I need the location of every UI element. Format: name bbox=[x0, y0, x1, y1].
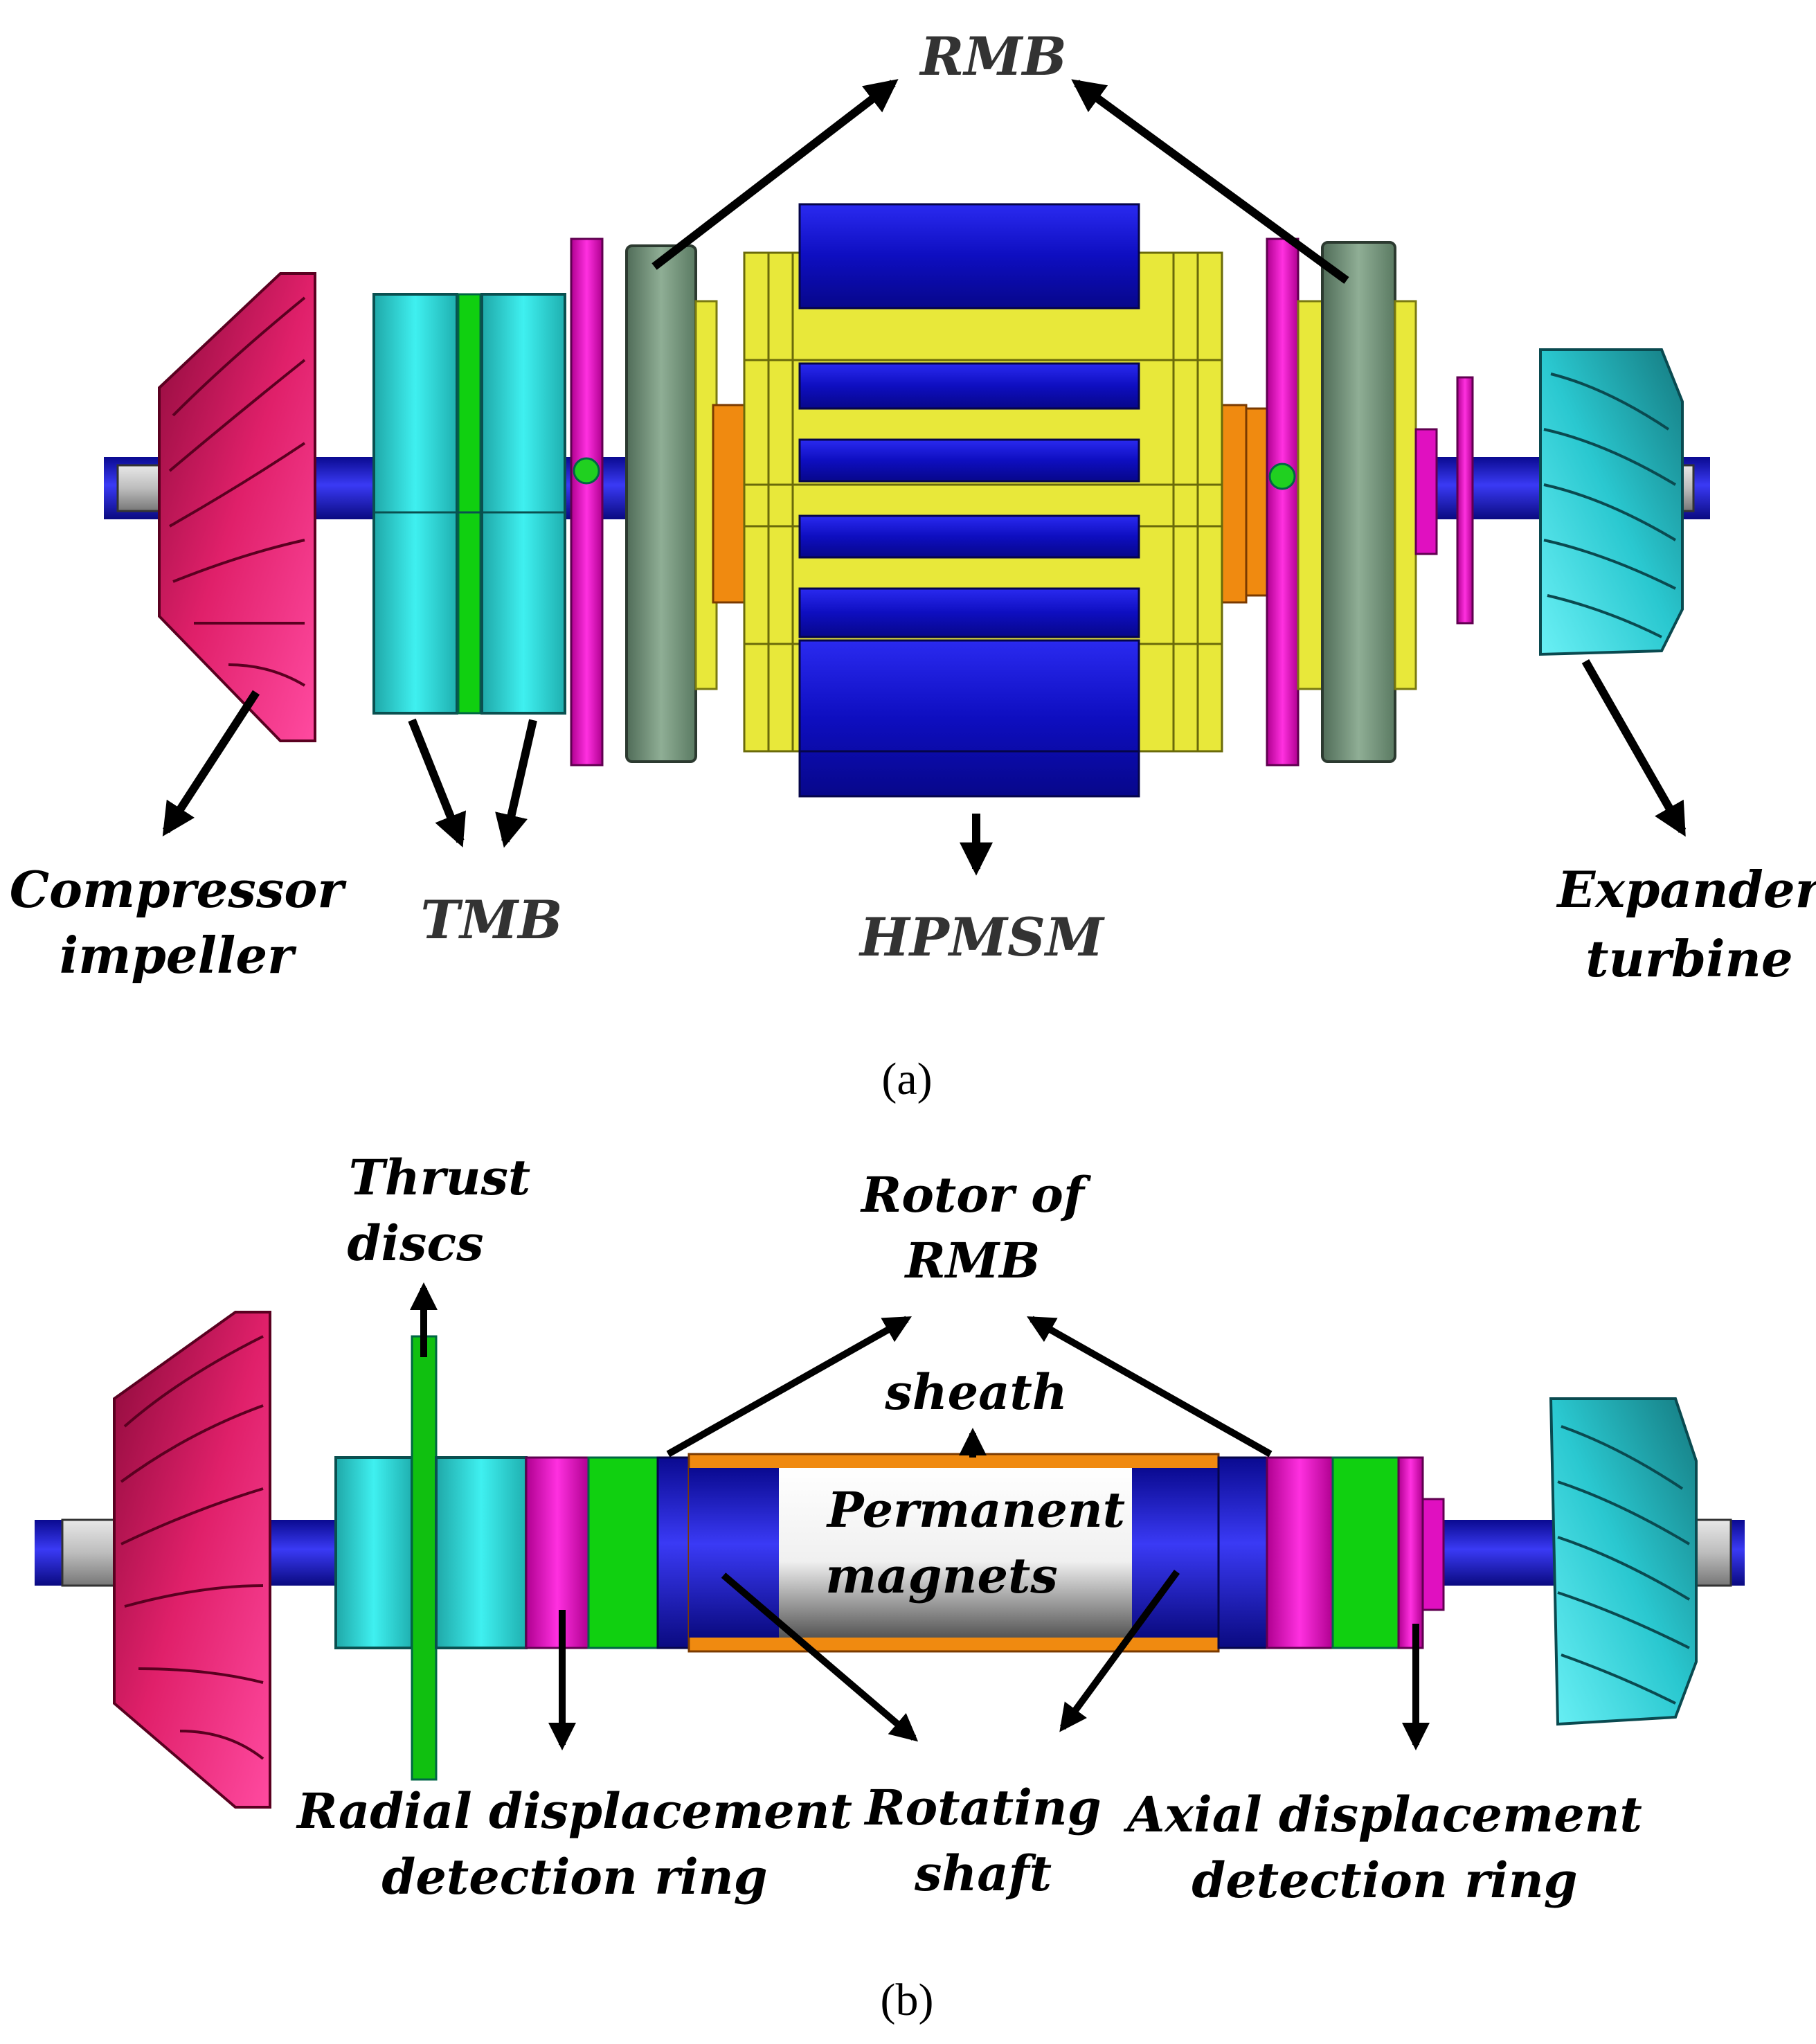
arrows-a bbox=[162, 79, 1687, 876]
label-sheath: sheath bbox=[884, 1363, 1067, 1421]
label-rotor-line1: Rotor of bbox=[860, 1166, 1092, 1223]
sheath-end-a bbox=[1245, 407, 1268, 597]
thrust-disc-b bbox=[411, 1335, 438, 1781]
compressor-impeller-a bbox=[158, 272, 316, 742]
tmb-stator-a bbox=[372, 293, 566, 715]
label-radial-line1: Radial displacement bbox=[296, 1782, 852, 1840]
arrows-b bbox=[410, 1282, 1430, 1750]
sensor-probe-right-a bbox=[1268, 463, 1296, 490]
label-pm-line2: magnets bbox=[825, 1547, 1058, 1604]
label-rotor-line2: RMB bbox=[904, 1232, 1041, 1289]
collar-right-a bbox=[1414, 428, 1438, 555]
caption-a: (a) bbox=[881, 1054, 932, 1104]
label-tmb: TMB bbox=[421, 889, 563, 951]
axial-detection-ring-b bbox=[1397, 1456, 1424, 1649]
label-radial-line2: detection ring bbox=[381, 1848, 767, 1906]
radial-detection-ring-b bbox=[525, 1456, 590, 1649]
label-shaft-line1: Rotating bbox=[863, 1779, 1101, 1836]
expander-turbine-a bbox=[1539, 348, 1684, 656]
expander-turbine-b bbox=[1549, 1397, 1698, 1726]
sensor-disc-left-a bbox=[570, 237, 604, 766]
tmb-rotor-left-b bbox=[334, 1456, 413, 1649]
compressor-impeller-b bbox=[113, 1311, 271, 1809]
label-axial-line1: Axial displacement bbox=[1123, 1786, 1642, 1843]
sensor-probe-left-a bbox=[573, 457, 600, 485]
rmb-winding-right2-a bbox=[1394, 300, 1417, 690]
permanent-magnets-b bbox=[779, 1468, 1132, 1638]
label-rmb-a: RMB bbox=[919, 26, 1067, 87]
rmb-rotor-left-b bbox=[656, 1456, 690, 1649]
label-expander-line2: turbine bbox=[1585, 929, 1792, 988]
panel-a: RMB Compressor impeller TMB HPMSM Expand… bbox=[10, 26, 1816, 1104]
label-compressor-line2: impeller bbox=[60, 926, 297, 985]
green-ring-right-b bbox=[1331, 1456, 1400, 1649]
rmb-rotor-right-b bbox=[1217, 1456, 1268, 1649]
label-shaft-line2: shaft bbox=[914, 1845, 1052, 1902]
rmb-stator-left-a bbox=[625, 244, 697, 763]
panel-b: Thrust discs Rotor of RMB sheath Permane… bbox=[35, 1149, 1745, 2025]
sensor-disc-right-a bbox=[1266, 237, 1300, 766]
nut-left-b bbox=[61, 1518, 119, 1587]
label-expander-line1: Expander bbox=[1556, 860, 1816, 919]
label-axial-line2: detection ring bbox=[1192, 1852, 1577, 1909]
thrust-disc-right-a bbox=[1456, 376, 1474, 625]
rmb-winding-right-a bbox=[1297, 300, 1324, 690]
stator-teeth-a bbox=[798, 203, 1140, 798]
rmb-stator-right-a bbox=[1321, 241, 1396, 763]
label-hpmsm: HPMSM bbox=[858, 906, 1105, 968]
label-thrust-line2: discs bbox=[348, 1214, 484, 1272]
caption-b: (b) bbox=[881, 1975, 934, 2025]
label-pm-line1: Permanent bbox=[826, 1481, 1125, 1539]
tmb-rotor-right-b bbox=[435, 1456, 528, 1649]
collar-b bbox=[1421, 1498, 1445, 1611]
label-thrust-line1: Thrust bbox=[349, 1149, 531, 1206]
label-compressor-line1: Compressor bbox=[10, 860, 348, 919]
green-ring-left-b bbox=[587, 1456, 659, 1649]
pink-ring-right-b bbox=[1266, 1456, 1334, 1649]
